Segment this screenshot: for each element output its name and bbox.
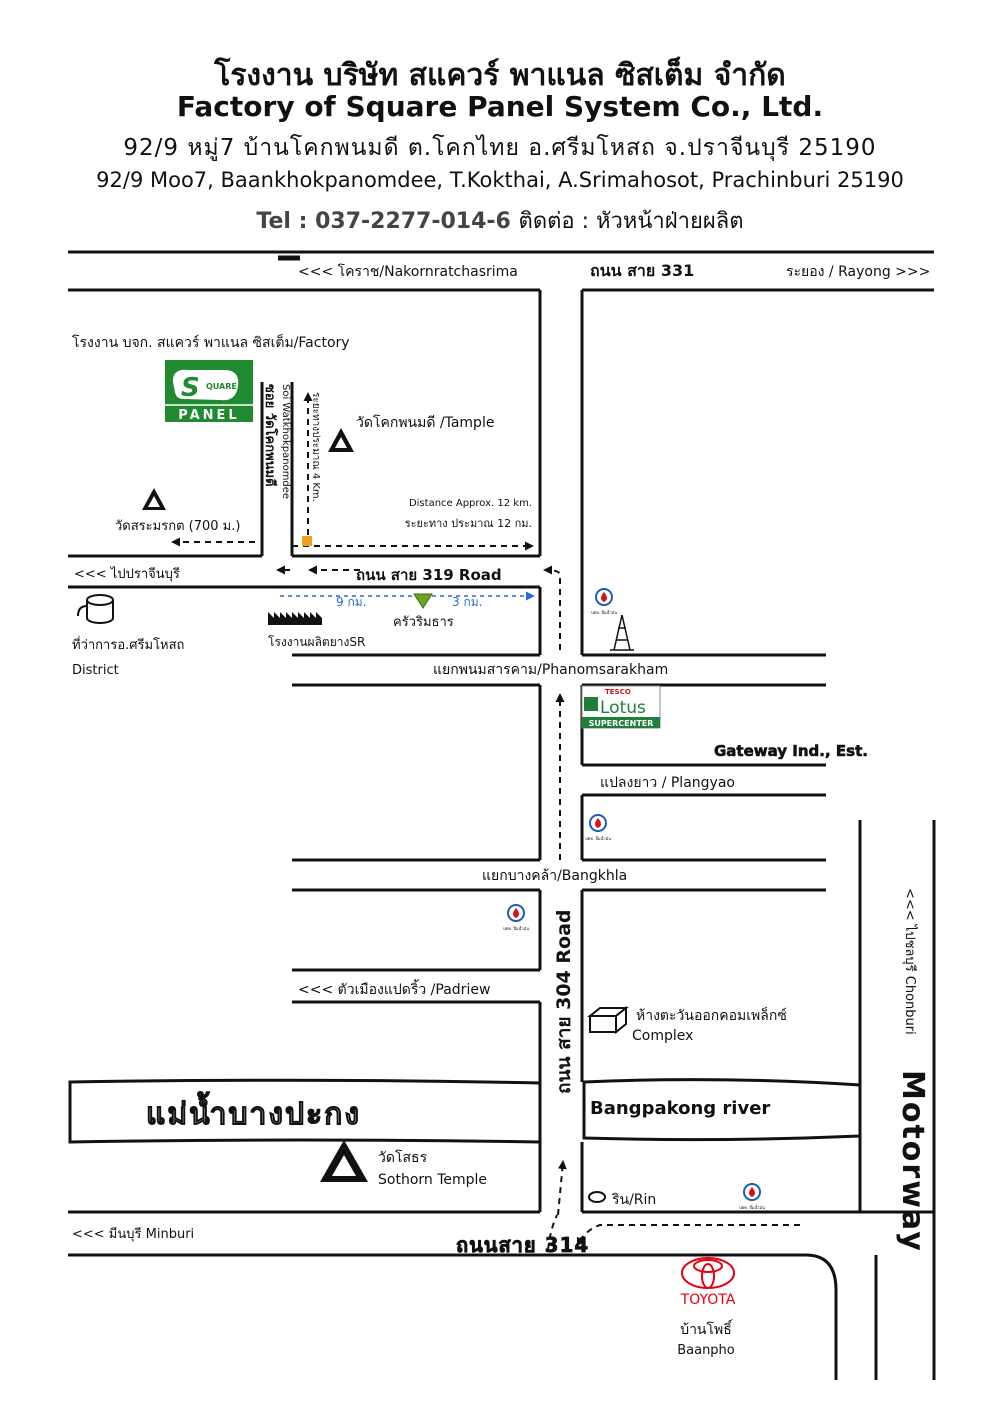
- box-icon: [587, 1005, 629, 1035]
- temple-icon: [320, 1140, 368, 1182]
- complex-english: Complex: [632, 1028, 693, 1044]
- baanpho-english: Baanpho: [677, 1343, 735, 1358]
- river-thai-label: แม่น้ำบางปะกง: [146, 1091, 361, 1132]
- soi-name-english: Soi Watkhokpanomdee: [280, 384, 291, 499]
- road319-label: ถนน สาย 319 Road: [356, 566, 502, 584]
- logo-panel: PANEL: [178, 408, 239, 423]
- title-english: Factory of Square Panel System Co., Ltd.: [176, 90, 824, 123]
- bangkhla-label: แยกบางคล้า/Bangkhla: [482, 868, 627, 884]
- contact-person: ติดต่อ : หัวหน้าฝ่ายผลิต: [518, 209, 744, 234]
- phanomsarakham-label: แยกพนมสารคาม/Phanomsarakham: [433, 662, 668, 678]
- to-prachinburi: <<< ไปปราจีนบุรี: [74, 566, 180, 582]
- route-arrows: [171, 392, 800, 1251]
- temple-icon: [328, 428, 354, 452]
- wat-sothon-thai: วัดโสธร: [378, 1149, 428, 1166]
- soi-distance: ระยะทางประมาณ 4 Km.: [310, 392, 321, 502]
- tesco-text: TESCO: [605, 688, 631, 696]
- district-thai: ที่ว่าการอ.ศรีมโหสถ: [72, 636, 184, 653]
- sr-factory-label: โรงงานผลิตยางSR: [268, 635, 365, 649]
- toyota-text: TOYOTA: [680, 1292, 736, 1308]
- to-chonburi-label: <<< ไปชลบุรี Chonburi: [902, 888, 918, 1035]
- district-cylinder-icon: [77, 594, 114, 624]
- svg-text:ปตท. ปั้มน้ำมัน: ปตท. ปั้มน้ำมัน: [739, 1203, 765, 1210]
- ptt-station-icon: ปตท. ปั้มน้ำมัน: [739, 1183, 765, 1210]
- gateway-label: Gateway Ind., Est.: [714, 742, 868, 760]
- address-thai: 92/9 หมู่7 บ้านโคกพนมดี ต.โคกไทย อ.ศรีมโ…: [123, 135, 877, 161]
- plangyao-label: แปลงยาว / Plangyao: [600, 775, 735, 791]
- road-lines: [68, 250, 936, 1380]
- district-english: District: [72, 663, 119, 678]
- address-english: 92/9 Moo7, Baankhokpanomdee, T.Kokthai, …: [96, 168, 904, 192]
- landmark-tower-icon: [610, 614, 634, 651]
- svg-text:ปตท. ปั้มน้ำมัน: ปตท. ปั้มน้ำมัน: [503, 924, 529, 931]
- supercenter-text: SUPERCENTER: [589, 719, 654, 728]
- road314-label: ถนนสาย 314: [456, 1233, 589, 1257]
- toyota-logo-icon: [681, 1257, 735, 1289]
- temple-icon: [142, 488, 166, 510]
- distance-3km: 3 กม.: [452, 595, 482, 609]
- circle-icon: [588, 1191, 606, 1203]
- factory-building-icon: [268, 612, 322, 625]
- krua-rimthan-label: ครัวริมธาร: [393, 615, 454, 630]
- temple-label: วัดโคกพนมดี /Tample: [356, 414, 494, 431]
- tesco-lotus-logo: TESCO Lotus SUPERCENTER: [581, 685, 661, 729]
- rin-label: ริน/Rin: [612, 1192, 657, 1208]
- complex-thai: ห้างตะวันออกคอมเพล็กซ์: [636, 1006, 787, 1024]
- ptt-station-icon: ปตท. ปั้มน้ำมัน: [591, 588, 617, 615]
- distance-english: Distance Approx. 12 km.: [409, 498, 532, 509]
- motorway-label: Motorway: [895, 1070, 930, 1253]
- road331-name: ถนน สาย 331: [590, 261, 694, 280]
- factory-marker: [302, 536, 312, 546]
- svg-text:ปตท. ปั้มน้ำมัน: ปตท. ปั้มน้ำมัน: [585, 834, 611, 841]
- padriew-label: <<< ตัวเมืองแปดริ้ว /Padriew: [298, 979, 490, 998]
- factory-label: โรงงาน บจก. สแควร์ พาแนล ซิสเต็ม/Factory: [72, 333, 350, 351]
- road331-east: ระยอง / Rayong >>>: [786, 264, 930, 280]
- telephone-label: Tel : 037-2277-014-6: [256, 209, 511, 234]
- ptt-station-icon: ปตท. ปั้มน้ำมัน: [503, 904, 529, 931]
- wat-sothon-english: Sothorn Temple: [378, 1172, 487, 1188]
- title-thai: โรงงาน บริษัท สแควร์ พาแนล ซิสเต็ม จำกัด: [214, 58, 786, 93]
- river-banks: [68, 1078, 862, 1144]
- minburi-label: <<< มีนบุรี Minburi: [72, 1226, 194, 1242]
- svg-text:ปตท. ปั้มน้ำมัน: ปตท. ปั้มน้ำมัน: [591, 608, 617, 615]
- road331-west: <<< โคราช/Nakornratchasrima: [298, 263, 518, 280]
- ptt-station-icon: ปตท. ปั้มน้ำมัน: [585, 814, 611, 841]
- wat-srarmorakot-label: วัดสระมรกต (700 ม.): [115, 519, 240, 534]
- square-panel-logo: S QUARE PANEL: [165, 360, 253, 423]
- road304-label: ถนน สาย 304 Road: [553, 910, 575, 1095]
- soi-name-thai: ซอย วัดโคกพนมดี: [262, 384, 279, 487]
- lotus-text: Lotus: [600, 698, 646, 718]
- logo-letter: S: [181, 373, 200, 403]
- triangle-marker-icon: [413, 593, 433, 609]
- distance-9km: 9 กม.: [336, 595, 366, 609]
- baanpho-thai: บ้านโพธิ์: [680, 1319, 733, 1338]
- contact-line: Tel : 037-2277-014-6 ติดต่อ : หัวหน้าฝ่า…: [0, 203, 1000, 238]
- logo-square: QUARE: [206, 382, 237, 391]
- river-english-label: Bangpakong river: [590, 1098, 770, 1119]
- distance-thai: ระยะทาง ประมาณ 12 กม.: [405, 517, 532, 530]
